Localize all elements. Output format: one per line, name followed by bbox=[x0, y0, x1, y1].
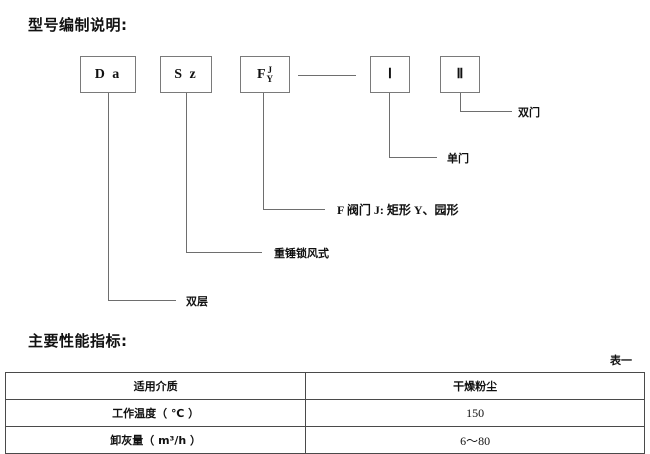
page-title-model-spec: 型号编制说明: bbox=[28, 16, 128, 34]
leader-v-shuangmen bbox=[460, 93, 461, 112]
label-shuang-men: 双门 bbox=[518, 106, 540, 119]
box-roman-two-label: Ⅱ bbox=[456, 67, 464, 82]
leader-h-lockair bbox=[186, 252, 262, 253]
box-sz: S z bbox=[160, 56, 212, 93]
leader-v-lockair bbox=[186, 93, 187, 253]
connector-dash-middle bbox=[298, 75, 356, 76]
box-roman-one-label: Ⅰ bbox=[387, 67, 393, 82]
box-f-stack: J Y bbox=[267, 66, 274, 83]
table-cell-label: 工作温度（ ℃ ） bbox=[4, 399, 307, 427]
label-lock-air: 重锤锁风式 bbox=[274, 247, 329, 260]
leader-h-shuangmen bbox=[460, 111, 512, 112]
table-cell-label: 适用介质 bbox=[4, 372, 307, 400]
label-dan-men: 单门 bbox=[447, 152, 469, 165]
leader-v-valve bbox=[263, 93, 264, 210]
box-sz-label: S z bbox=[174, 66, 198, 82]
box-da-label: D a bbox=[94, 66, 122, 82]
leader-v-danmen bbox=[389, 93, 390, 158]
table-cell-label: 卸灰量（ m³/h ） bbox=[4, 426, 307, 454]
model-code-diagram: D a S z F J Y Ⅰ Ⅱ 双门 单 bbox=[80, 56, 540, 308]
box-roman-one: Ⅰ bbox=[370, 56, 410, 93]
table-cell-value: 干燥粉尘 bbox=[305, 372, 645, 400]
leader-h-valve bbox=[263, 209, 325, 210]
label-valve: F 阀门 J: 矩形 Y、园形 bbox=[337, 203, 459, 217]
leader-h-danmen bbox=[389, 157, 437, 158]
leader-h-doublelayer bbox=[108, 300, 176, 301]
table-caption: 表一 bbox=[610, 354, 632, 367]
box-f-denominator: Y bbox=[266, 73, 274, 84]
table-row: 适用介质 干燥粉尘 bbox=[4, 372, 645, 400]
table-cell-value: 6～80 bbox=[305, 426, 645, 454]
box-f-numerator: J bbox=[267, 64, 273, 75]
box-da: D a bbox=[80, 56, 136, 93]
table-cell-value: 150 bbox=[305, 399, 645, 427]
box-roman-two: Ⅱ bbox=[440, 56, 480, 93]
label-double-layer: 双层 bbox=[186, 295, 208, 308]
table-row: 工作温度（ ℃ ） 150 bbox=[4, 399, 645, 427]
performance-table: 适用介质 干燥粉尘 工作温度（ ℃ ） 150 卸灰量（ m³/h ） 6～80 bbox=[4, 372, 645, 454]
table-row: 卸灰量（ m³/h ） 6～80 bbox=[4, 426, 645, 454]
page-title-performance: 主要性能指标: bbox=[28, 332, 128, 350]
leader-v-doublelayer bbox=[108, 93, 109, 301]
box-f-base: F bbox=[256, 66, 266, 82]
box-f: F J Y bbox=[240, 56, 290, 93]
box-f-fraction: F J Y bbox=[257, 66, 273, 83]
